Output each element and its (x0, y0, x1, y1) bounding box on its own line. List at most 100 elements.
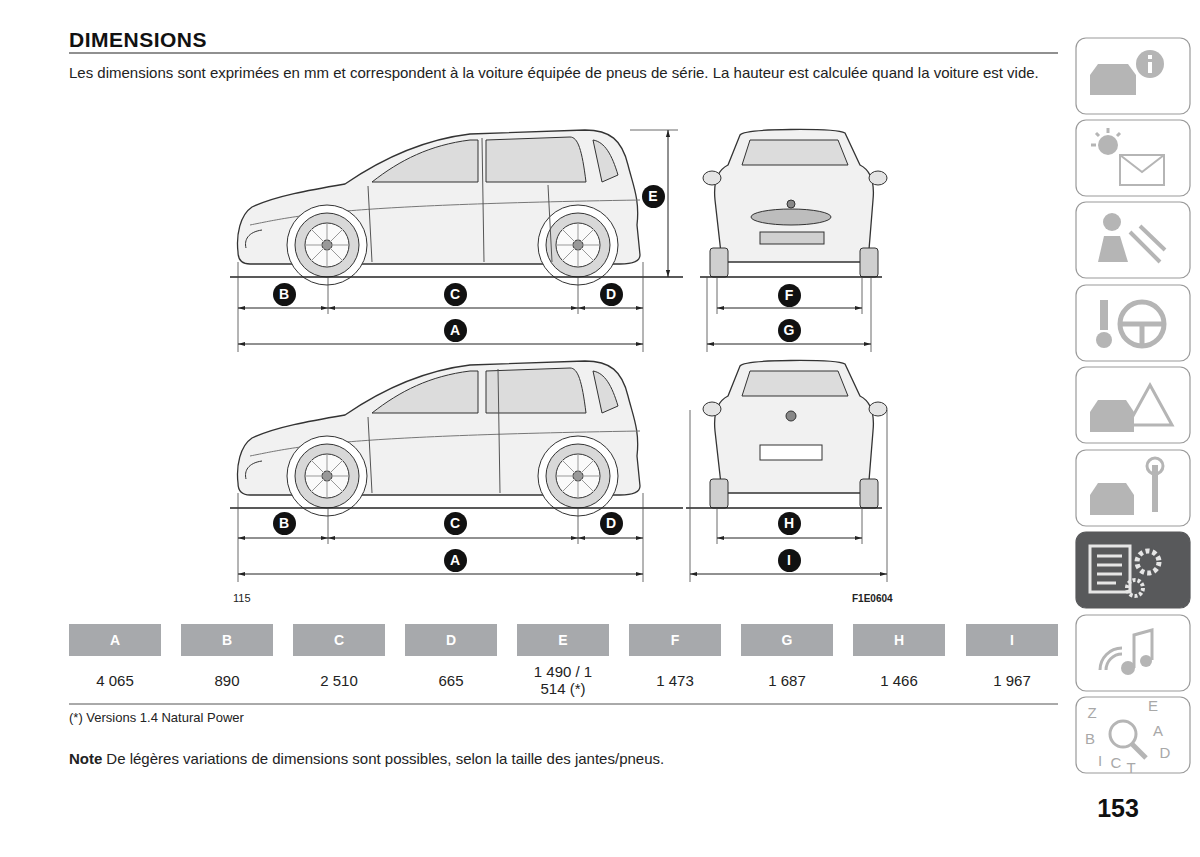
callout-letter-text: E (648, 188, 657, 204)
illustration-part (707, 277, 708, 352)
illustration-part (1090, 483, 1134, 515)
logo (787, 200, 795, 208)
door-lines (368, 138, 552, 262)
side-tabs (1076, 38, 1190, 773)
page-title: DIMENSIONS (69, 28, 207, 52)
intro-text: Les dimensions sont exprimées en mm et c… (69, 63, 1059, 83)
illustration-part (238, 262, 239, 352)
illustration-part (1076, 367, 1190, 443)
icon-letter: I (1098, 751, 1102, 770)
illustration-part (1132, 744, 1146, 758)
callout-letter: C (444, 512, 467, 535)
table-header-text: G (782, 632, 793, 648)
illustration-part (862, 508, 863, 544)
table-value: 665 (415, 672, 487, 689)
illustration-part (1103, 213, 1121, 231)
dimension-lines (238, 130, 887, 574)
illustration-part (328, 538, 578, 539)
illustration-part (1128, 385, 1172, 425)
illustration-part (1076, 202, 1190, 278)
table-value: 890 (191, 672, 263, 689)
door-lines (368, 369, 500, 493)
table-header-cell: E (517, 624, 609, 656)
table-header-text: F (671, 632, 680, 648)
illustration-part (643, 262, 644, 352)
title-rule (69, 52, 1058, 53)
icon-letter: T (1126, 758, 1135, 777)
illustration-part (578, 308, 643, 309)
illustration-part (1148, 55, 1152, 59)
page-number: 153 (1097, 793, 1139, 824)
illustration-part (717, 308, 862, 309)
car-rear (703, 360, 887, 508)
illustration-part (1127, 580, 1143, 596)
illustration-part (690, 410, 691, 582)
illustration-part (1076, 120, 1190, 196)
table-header-cell: D (405, 624, 497, 656)
lower-grille (760, 232, 824, 244)
table-header-cell: C (293, 624, 385, 656)
icon-letter: Z (1087, 703, 1096, 722)
table-value: 2 510 (303, 672, 375, 689)
illustration-part (1096, 332, 1112, 348)
icon-letter: B (1085, 729, 1095, 748)
illustration-part (1152, 465, 1158, 512)
table-header-cell: G (741, 624, 833, 656)
table-header-cell: B (181, 624, 273, 656)
table-header-text: I (1010, 632, 1014, 648)
callout-letter-text: F (785, 287, 794, 303)
table-header-text: A (110, 632, 120, 648)
callout-letter-text: D (606, 286, 616, 302)
illustration-part (717, 538, 862, 539)
callout-letter-text: B (279, 515, 289, 531)
callout-letter-text: D (606, 515, 616, 531)
callout-letter: B (273, 512, 296, 535)
table-value: 1 490 / 1 514 (*) (527, 663, 599, 697)
plate (760, 445, 822, 460)
illustration-part (1076, 615, 1190, 691)
illustration-part (1137, 551, 1159, 573)
illustration-part (668, 130, 669, 277)
callout-letter: G (778, 319, 801, 342)
illustration-part (578, 508, 579, 544)
illustration-part (1090, 64, 1136, 95)
callout-letter-text: A (450, 322, 460, 338)
callout-letter: C (444, 283, 467, 306)
illustration-part (1097, 556, 1122, 583)
illustration-part (1098, 135, 1118, 155)
callout-letter-text: G (784, 322, 795, 338)
footnote: (*) Versions 1.4 Natural Power (69, 710, 244, 726)
illustration-part (1130, 226, 1165, 262)
callout-letter-text: H (784, 515, 794, 531)
callout-letter: D (600, 512, 623, 535)
illustration-part (238, 574, 643, 575)
figure-code: F1E0604 (852, 592, 893, 605)
table-header-cell: I (966, 624, 1058, 656)
callout-letter: A (444, 319, 467, 342)
callout-letter-text: B (279, 286, 289, 302)
illustration-part (1136, 50, 1164, 78)
table-header-text: C (334, 632, 344, 648)
callout-letter: B (273, 283, 296, 306)
table-header-cell: H (853, 624, 945, 656)
illustration-part (1091, 128, 1120, 145)
icon-letter: A (1153, 721, 1163, 740)
icon-letter: D (1160, 743, 1171, 762)
table-rule (69, 704, 1058, 705)
illustration-part (1076, 450, 1190, 526)
rear-window (742, 371, 848, 396)
logo (786, 411, 796, 421)
icon-letter: C (1111, 753, 1122, 772)
callout-letter: E (642, 185, 665, 208)
illustration-part (1098, 236, 1128, 262)
illustration-part (707, 344, 871, 345)
illustration-part (1140, 655, 1152, 667)
ground-line (230, 507, 683, 509)
car-front (703, 129, 887, 277)
illustration-part (1134, 630, 1152, 668)
table-value: 4 065 (79, 672, 151, 689)
illustration-part (1147, 458, 1163, 474)
